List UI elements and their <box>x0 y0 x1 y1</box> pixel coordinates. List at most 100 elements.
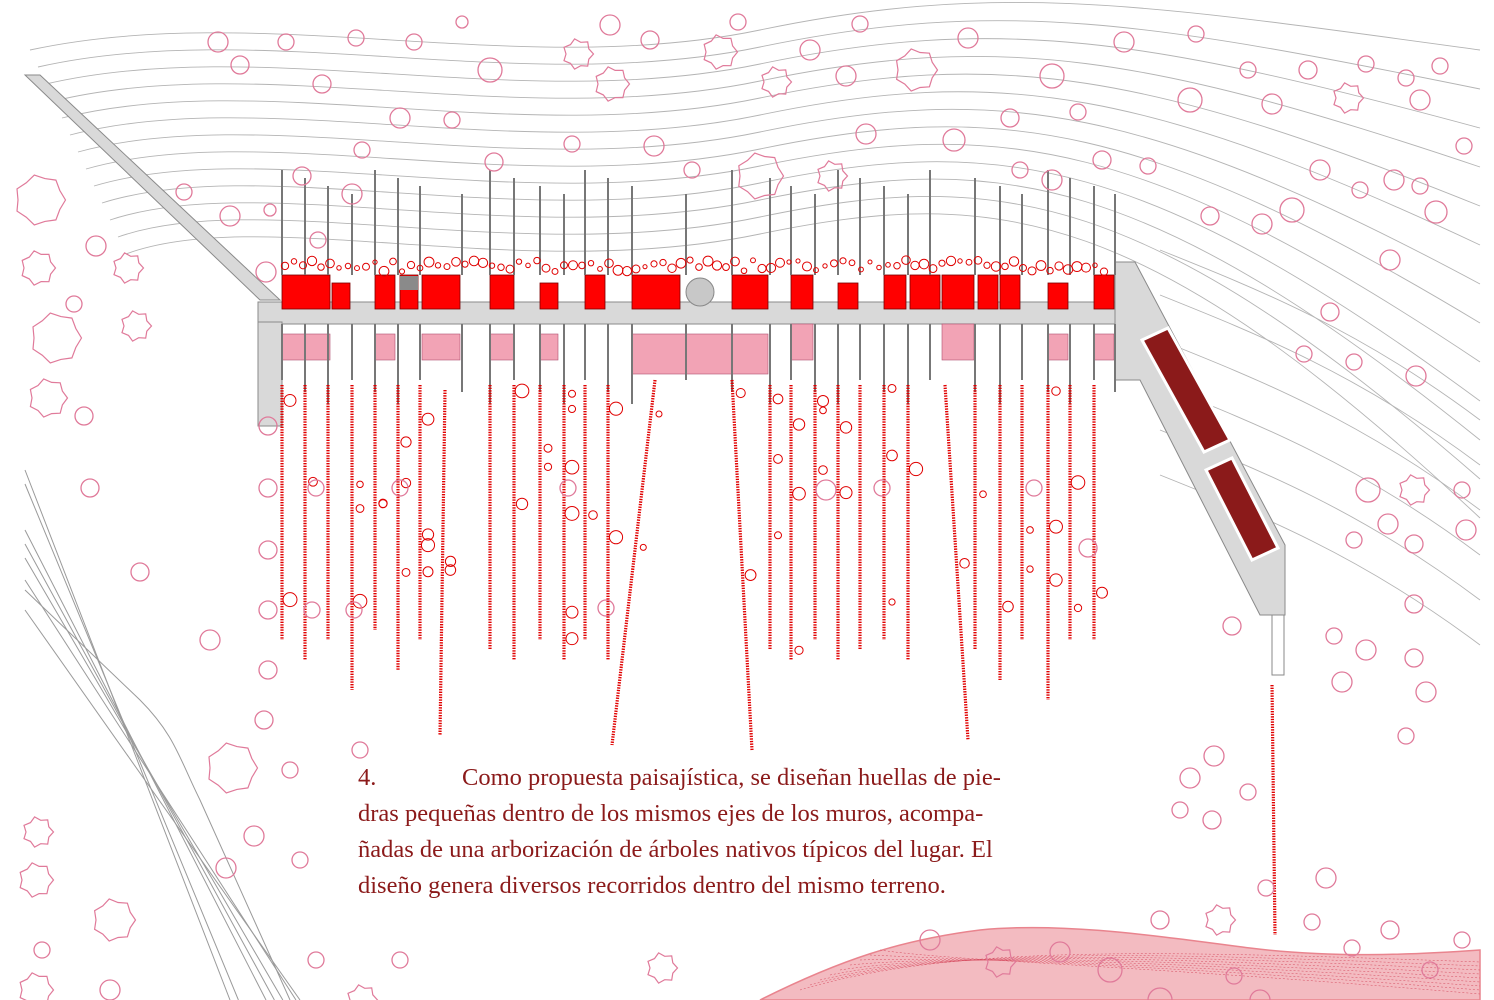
tree-canopy <box>65 295 83 313</box>
tree-canopy <box>199 629 221 651</box>
tree-canopy <box>1453 481 1471 499</box>
stone <box>567 389 577 398</box>
stone-cluster <box>990 261 1002 272</box>
stone <box>356 480 364 489</box>
tree-canopy <box>1320 302 1340 322</box>
tree-canopy <box>1000 108 1020 128</box>
tree-canopy <box>1345 353 1363 371</box>
stone <box>565 632 579 646</box>
stone-cluster <box>775 257 785 268</box>
tree-canopy <box>208 742 259 794</box>
tree-canopy <box>1279 197 1305 223</box>
tree-canopy <box>21 250 57 286</box>
tree-canopy <box>303 601 321 619</box>
stone-cluster <box>317 263 325 271</box>
tree-canopy <box>1383 169 1405 191</box>
tree-canopy <box>1455 137 1473 155</box>
pink-platform <box>790 323 814 361</box>
tree-canopy <box>1303 913 1321 931</box>
stone-cluster <box>389 257 397 266</box>
tree-canopy <box>1421 961 1439 979</box>
stone <box>588 510 598 520</box>
stone <box>792 418 806 431</box>
terrain-contours <box>29 2 1481 646</box>
stone <box>282 592 298 608</box>
red-platform <box>731 274 769 310</box>
stone-cluster <box>973 256 983 265</box>
stone-cluster <box>695 263 703 271</box>
tree-canopy <box>1379 249 1401 271</box>
stone-cluster <box>372 259 378 265</box>
stone-cluster <box>1027 266 1037 276</box>
stone <box>400 477 412 489</box>
fountain <box>685 277 715 307</box>
tree-canopy <box>1455 519 1477 541</box>
tree-canopy <box>1380 920 1400 940</box>
stone-cluster <box>1001 262 1009 271</box>
pink-platform <box>374 333 396 361</box>
tree-canopy <box>1251 213 1273 235</box>
tree-canopy <box>1315 867 1337 889</box>
red-platform <box>837 282 859 310</box>
tree-canopy <box>1453 931 1471 949</box>
tree-canopy <box>1179 767 1201 789</box>
stone-cluster <box>378 265 390 277</box>
tree-canopy <box>1202 810 1222 830</box>
tree-canopy <box>347 29 365 47</box>
red-platform <box>539 282 559 310</box>
stone-cluster <box>702 255 714 267</box>
stone <box>444 555 457 567</box>
stone <box>564 459 580 475</box>
pink-platform <box>421 333 461 361</box>
stone <box>543 462 553 471</box>
contour-line <box>1159 339 1481 511</box>
grey-platform <box>400 276 418 290</box>
stone <box>421 412 435 426</box>
east-post <box>1271 614 1285 676</box>
stone <box>608 530 624 545</box>
river-hatch <box>819 957 1481 981</box>
stone <box>908 461 924 477</box>
tree-canopy <box>1139 157 1157 175</box>
tree-canopy <box>23 816 55 848</box>
stone <box>401 567 411 577</box>
tree-canopy <box>1025 479 1043 497</box>
stone <box>564 505 580 521</box>
contour-line <box>85 126 1481 324</box>
tree-canopy <box>74 406 94 426</box>
river-hatch <box>839 959 1481 979</box>
tree-canopy <box>1355 639 1377 661</box>
stone <box>352 593 368 609</box>
stone-cluster <box>541 263 551 273</box>
contour-line <box>93 143 1481 363</box>
contour-line <box>1159 249 1481 421</box>
stone-cluster <box>362 262 370 271</box>
caption-line-1: 4.Como propuesta paisajística, se diseña… <box>358 760 1118 796</box>
tree-canopy <box>1049 941 1071 963</box>
stone-cluster <box>298 261 308 270</box>
stone <box>283 393 297 407</box>
stone-cluster <box>765 262 777 274</box>
tree-canopy <box>80 478 100 498</box>
tree-canopy <box>29 378 69 418</box>
tree-canopy <box>1041 169 1063 191</box>
tree-canopy <box>391 479 409 497</box>
tree-canopy <box>1333 82 1365 114</box>
stone <box>816 395 830 408</box>
stone-cluster <box>560 261 568 270</box>
tree-canopy <box>292 166 312 186</box>
stone-trail <box>943 384 970 741</box>
road-line <box>24 609 301 1000</box>
stone <box>792 486 806 501</box>
tree-canopy <box>942 128 966 152</box>
tree-canopy <box>258 416 278 436</box>
stone <box>818 465 828 475</box>
contour-line <box>117 196 1481 480</box>
tree-canopy <box>1345 531 1363 549</box>
red-platform <box>331 282 351 310</box>
stone-cluster <box>659 258 667 267</box>
tree-canopy <box>207 31 229 53</box>
tree-canopy <box>559 479 577 497</box>
tree-canopy <box>1411 177 1429 195</box>
